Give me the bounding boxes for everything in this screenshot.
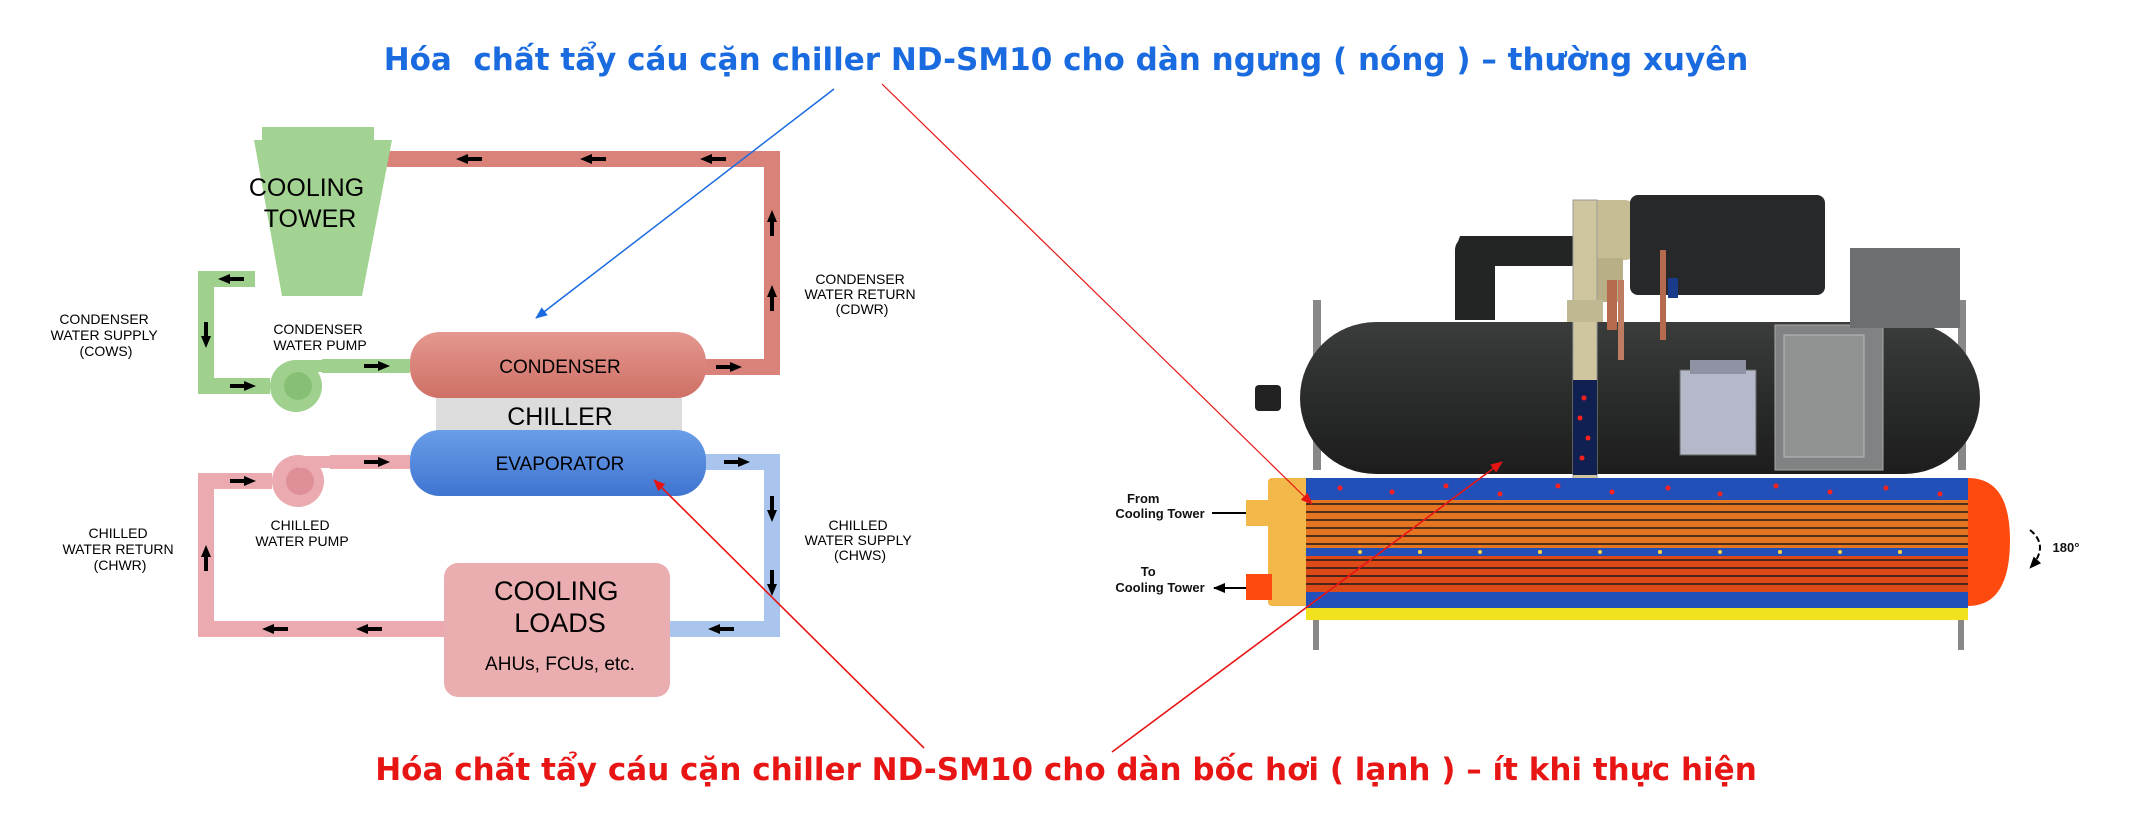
chilled-water-return-loop: [198, 473, 444, 637]
chilled-water-supply-label: CHILLED WATER SUPPLY (CHWS): [805, 517, 916, 563]
chilled-water-return-label: CHILLED WATER RETURN (CHWR): [62, 525, 177, 573]
inlet-nozzle: [1246, 500, 1272, 526]
condenser-water-pump-label: CONDENSER WATER PUMP: [273, 321, 366, 353]
chiller-body: [436, 396, 682, 436]
condenser-vessel: [410, 332, 706, 398]
pointer-lines: [535, 83, 1503, 753]
chilled-water-pump-label: CHILLED WATER PUMP: [255, 517, 348, 549]
outlet-nozzle: [1246, 574, 1272, 600]
flow-arrows: [201, 154, 777, 634]
tube-bundle: [1306, 503, 1968, 585]
red-pointer-to-evaporator-shell: [1111, 461, 1503, 753]
chiller-schematic: COOLING TOWER CHILLER CONDENSER EVAPORAT…: [51, 127, 919, 697]
bottom-caption: Hóa chất tẩy cáu cặn chiller ND-SM10 cho…: [375, 752, 1757, 788]
control-panel: [1679, 248, 1960, 471]
blue-pointer-to-condenser: [535, 88, 835, 319]
chiller-illustration: From Cooling Tower To Cooling Tower 180°: [1115, 195, 2079, 650]
evaporator-label: EVAPORATOR: [496, 454, 625, 475]
condenser-water-pump: [270, 360, 324, 412]
rotation-label: 180°: [2053, 540, 2080, 555]
top-caption: Hóa chất tẩy cáu cặn chiller ND-SM10 cho…: [383, 42, 1749, 78]
cooling-tower: COOLING TOWER: [249, 127, 392, 296]
refrigerant-droplets: [1337, 395, 1943, 497]
condenser-label: CONDENSER: [499, 357, 620, 378]
to-cooling-tower-label: To Cooling Tower: [1115, 564, 1204, 595]
condenser-supply-loop: [198, 271, 270, 394]
red-pointer-to-evaporator: [653, 479, 925, 749]
cooling-tower-label: COOLING TOWER: [249, 174, 371, 233]
cooling-loads-label: COOLING LOADS: [494, 576, 626, 638]
rotation-arrow-icon: [2029, 529, 2042, 569]
chilled-water-pump: [272, 455, 330, 507]
sight-tube: [1573, 380, 1597, 475]
vapor-droplets: [1358, 550, 1902, 554]
cooling-loads-sublabel: AHUs, FCUs, etc.: [485, 654, 635, 675]
chiller-label: CHILLER: [507, 403, 613, 431]
condenser-water-supply-label: CONDENSER WATER SUPPLY (COWS): [51, 311, 162, 359]
from-cooling-tower-label: From Cooling Tower: [1115, 491, 1204, 521]
condenser-water-return-label: CONDENSER WATER RETURN (CDWR): [804, 271, 919, 317]
cooling-loads-box: COOLING LOADS AHUs, FCUs, etc.: [444, 563, 670, 697]
red-pointer-to-inlet: [881, 83, 1313, 505]
evaporator-vessel: [410, 430, 706, 496]
